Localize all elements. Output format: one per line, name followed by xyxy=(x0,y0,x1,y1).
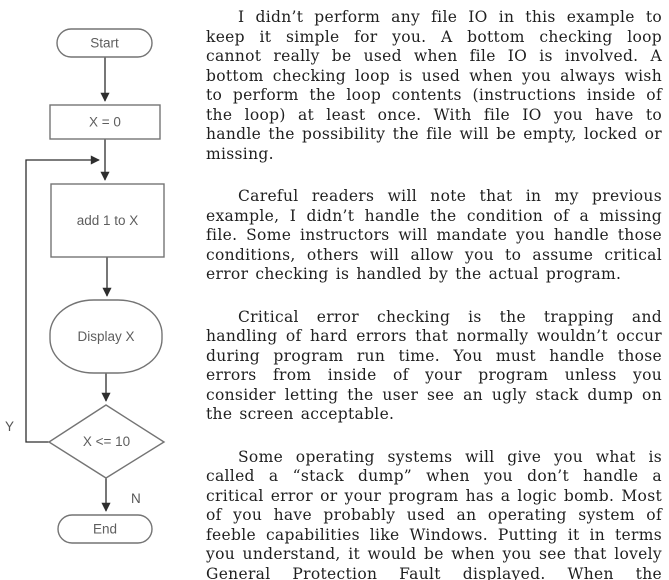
node-start-label: Start xyxy=(90,36,119,51)
node-end-label: End xyxy=(93,522,117,537)
paragraph-critical-error-checking: Critical error checking is the trapping … xyxy=(206,307,662,424)
article-text-column: I didn’t perform any file IO in this exa… xyxy=(206,8,662,580)
paragraph-file-io: I didn’t perform any file IO in this exa… xyxy=(206,8,662,163)
node-init-process xyxy=(49,104,161,140)
node-init-label: X = 0 xyxy=(89,115,121,130)
node-display-shape xyxy=(49,299,163,374)
node-increment-process xyxy=(50,183,165,258)
node-display-label: Display X xyxy=(77,329,134,344)
node-end-terminator xyxy=(57,514,153,544)
flowchart: Start X = 0 add 1 to X Display X X <= 10… xyxy=(5,28,166,544)
paragraph-stack-dump: Some operating systems will give you wha… xyxy=(206,447,662,580)
paragraph-careful-readers: Careful readers will note that in my pre… xyxy=(206,187,662,283)
branch-label-no: N xyxy=(131,491,141,506)
branch-label-yes: Y xyxy=(5,419,14,434)
connector-loop-yes xyxy=(25,155,100,443)
node-increment-label: add 1 to X xyxy=(77,213,139,228)
node-start-terminator xyxy=(56,28,153,58)
node-decision-diamond xyxy=(47,404,166,479)
node-decision-label: X <= 10 xyxy=(83,434,130,449)
